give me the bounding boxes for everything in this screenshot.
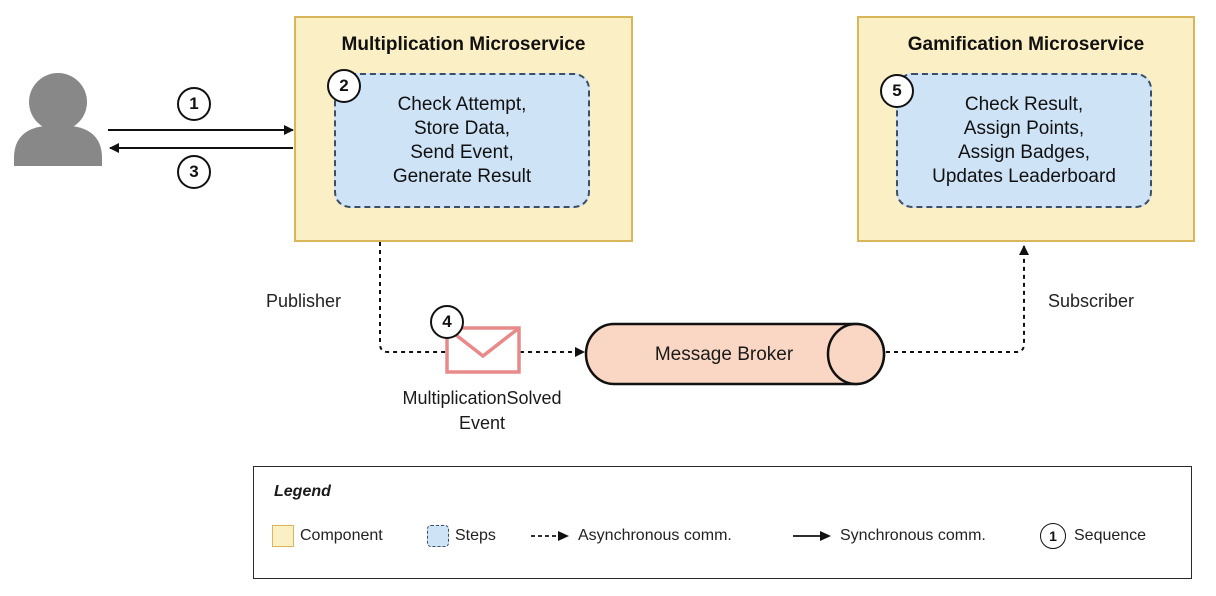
sequence-badge-3: 3 (177, 155, 211, 189)
publisher-label: Publisher (266, 291, 342, 311)
step-line: Generate Result (392, 165, 532, 187)
sequence-badge-2: 2 (327, 69, 361, 103)
legend-sequence-label: Sequence (1074, 527, 1147, 544)
event-label: MultiplicationSolved Event (372, 386, 592, 436)
multiplication-steps: Check Attempt, Store Data, Send Event, G… (334, 73, 590, 208)
message-broker-label: Message Broker (654, 344, 794, 365)
step-line: Assign Badges, (957, 141, 1091, 163)
legend-component-label: Component (300, 527, 383, 544)
event-label-line1: MultiplicationSolved (402, 388, 562, 408)
legend-async: Asynchronous comm. (530, 523, 732, 549)
legend-sync: Synchronous comm. (792, 523, 986, 549)
sequence-badge-4: 4 (430, 305, 464, 339)
async-arrow-icon (531, 531, 569, 541)
legend-component: Component (272, 523, 383, 549)
component-swatch (272, 525, 294, 547)
step-line: Check Result, (964, 93, 1084, 115)
legend-sync-label: Synchronous comm. (840, 527, 986, 544)
legend-async-label: Asynchronous comm. (578, 527, 732, 544)
sequence-icon: 1 (1040, 523, 1066, 549)
sync-arrow-icon (793, 531, 831, 541)
event-label-line2: Event (458, 413, 506, 433)
gamification-component: Gamification Microservice Check Result, … (857, 16, 1195, 242)
gamification-steps: Check Result, Assign Points, Assign Badg… (896, 73, 1152, 208)
user-icon (14, 73, 102, 166)
multiplication-component: Multiplication Microservice Check Attemp… (294, 16, 633, 242)
legend-title: Legend (274, 483, 331, 500)
sequence-badge-1: 1 (177, 87, 211, 121)
subscriber-label: Subscriber (1048, 291, 1135, 311)
sequence-badge-5: 5 (880, 74, 914, 108)
message-broker-cylinder (584, 322, 886, 386)
legend-sequence: 1 Sequence (1040, 523, 1146, 549)
subscriber-connector (886, 245, 1029, 353)
publisher-connector (379, 242, 447, 353)
step-line: Store Data, (413, 117, 511, 139)
envelope-icon (445, 326, 521, 374)
legend-steps: Steps (427, 523, 496, 549)
step-line: Check Attempt, (397, 93, 527, 115)
steps-swatch (427, 525, 449, 547)
step-line: Updates Leaderboard (932, 165, 1116, 187)
step-line: Assign Points, (963, 117, 1085, 139)
legend: Legend Component Steps Asynchronous comm… (253, 466, 1192, 579)
legend-steps-label: Steps (455, 527, 496, 544)
step-line: Send Event, (410, 141, 514, 163)
multiplication-title: Multiplication Microservice (341, 34, 586, 55)
gamification-title: Gamification Microservice (907, 34, 1145, 55)
